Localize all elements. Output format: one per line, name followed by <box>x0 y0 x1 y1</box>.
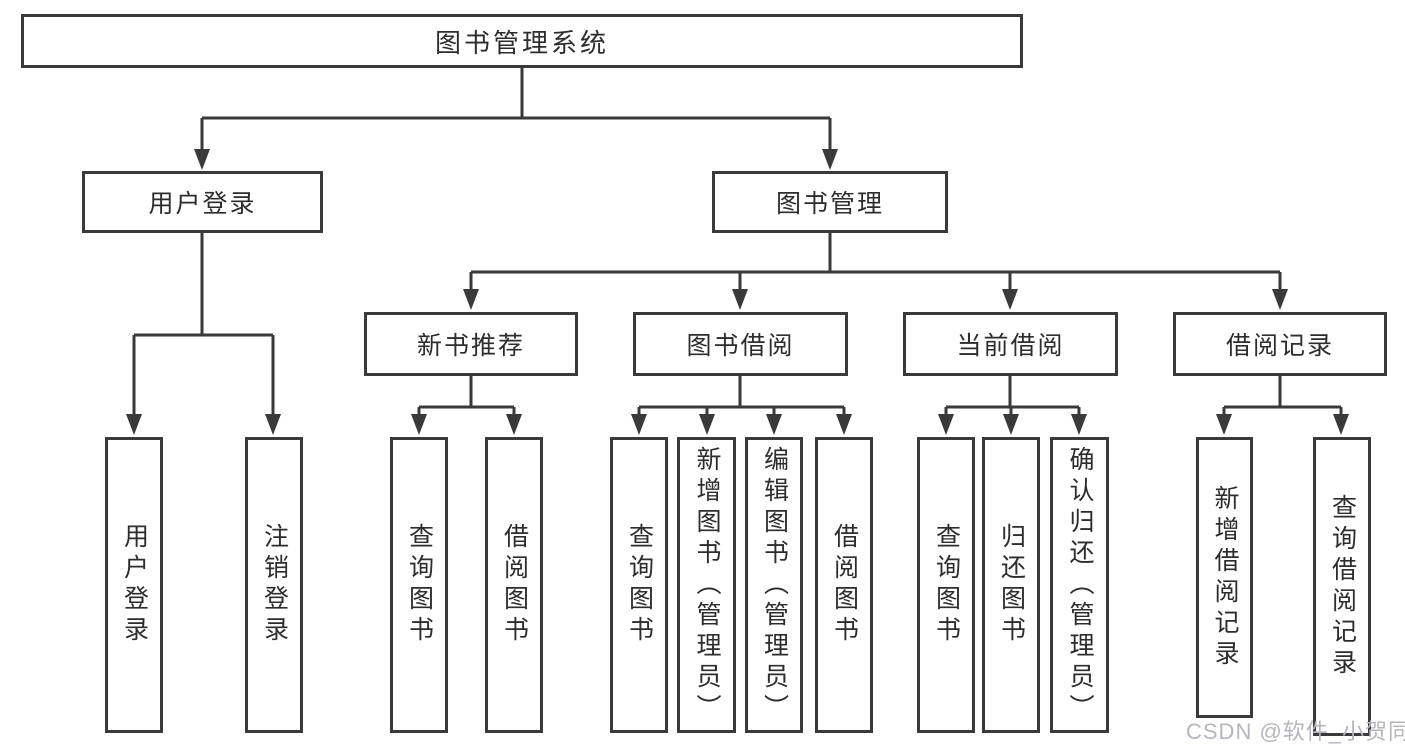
arrow-down-icon <box>766 414 782 435</box>
leaf-label: 新增图书（管理员） <box>693 445 721 725</box>
arrow-down-icon <box>126 414 142 435</box>
leaf-label: 用户登录 <box>120 523 149 647</box>
leaf-confirm-return-admin: 确认归还（管理员） <box>1050 437 1109 733</box>
leaf-logout: 注销登录 <box>245 437 303 733</box>
arrow-down-icon <box>463 289 479 310</box>
node-label: 图书管理 <box>775 190 884 218</box>
node-label: 新书推荐 <box>416 332 525 360</box>
leaf-label: 查询图书 <box>625 523 654 647</box>
node-user-login: 用户登录 <box>82 171 323 233</box>
leaf-label: 借阅图书 <box>500 523 529 647</box>
arrow-down-icon <box>265 414 281 435</box>
arrow-down-icon <box>1002 289 1018 310</box>
connector-path <box>132 68 1343 416</box>
arrow-down-icon <box>1216 414 1232 435</box>
leaf-query-books-current: 查询图书 <box>917 437 975 733</box>
leaf-query-books-recommend: 查询图书 <box>390 437 448 733</box>
leaf-label: 查询图书 <box>405 523 434 647</box>
node-library-management-system: 图书管理系统 <box>21 14 1023 68</box>
node-label: 图书管理系统 <box>434 27 609 58</box>
leaf-add-borrow-record: 新增借阅记录 <box>1196 437 1253 718</box>
node-book-borrowing: 图书借阅 <box>633 312 848 376</box>
leaf-query-borrow-record: 查询借阅记录 <box>1313 437 1371 736</box>
arrow-down-icon <box>631 414 647 435</box>
leaf-label: 新增借阅记录 <box>1211 484 1239 671</box>
leaf-borrow-books: 借阅图书 <box>815 437 873 733</box>
arrow-down-icon <box>506 414 522 435</box>
node-current-borrowing: 当前借阅 <box>903 312 1118 376</box>
arrow-down-icon <box>1333 414 1349 435</box>
leaf-label: 归还图书 <box>997 523 1026 647</box>
node-borrowing-records: 借阅记录 <box>1173 312 1387 376</box>
leaf-label: 编辑图书（管理员） <box>760 445 789 725</box>
arrow-down-icon <box>732 289 748 310</box>
node-label: 借阅记录 <box>1225 332 1334 360</box>
leaf-user-login: 用户登录 <box>105 437 163 733</box>
node-label: 用户登录 <box>148 190 257 218</box>
csdn-watermark: CSDN @软件_小贺同学 <box>1186 719 1405 744</box>
arrow-down-icon <box>1272 289 1288 310</box>
leaf-label: 注销登录 <box>260 523 289 647</box>
node-label: 图书借阅 <box>686 332 795 360</box>
arrow-down-icon <box>1003 414 1019 435</box>
leaf-query-books-borrowing: 查询图书 <box>610 437 668 733</box>
arrow-down-icon <box>836 414 852 435</box>
leaf-label: 查询图书 <box>932 523 961 647</box>
node-label: 当前借阅 <box>956 332 1065 360</box>
leaf-add-book-admin: 新增图书（管理员） <box>677 437 736 733</box>
leaf-label: 确认归还（管理员） <box>1066 445 1094 725</box>
leaf-return-book: 归还图书 <box>982 437 1040 733</box>
arrow-down-icon <box>411 414 427 435</box>
arrow-down-icon <box>1071 414 1087 435</box>
leaf-edit-book-admin: 编辑图书（管理员） <box>745 437 803 733</box>
arrow-down-icon <box>938 414 954 435</box>
node-book-management: 图书管理 <box>712 171 948 233</box>
leaf-borrow-books-recommend: 借阅图书 <box>485 437 543 733</box>
arrowheads <box>126 149 1349 435</box>
arrow-down-icon <box>822 149 838 170</box>
node-new-book-recommendation: 新书推荐 <box>364 312 578 376</box>
arrow-down-icon <box>194 149 210 170</box>
leaf-label: 借阅图书 <box>830 523 859 647</box>
arrow-down-icon <box>699 414 715 435</box>
leaf-label: 查询借阅记录 <box>1328 493 1357 680</box>
